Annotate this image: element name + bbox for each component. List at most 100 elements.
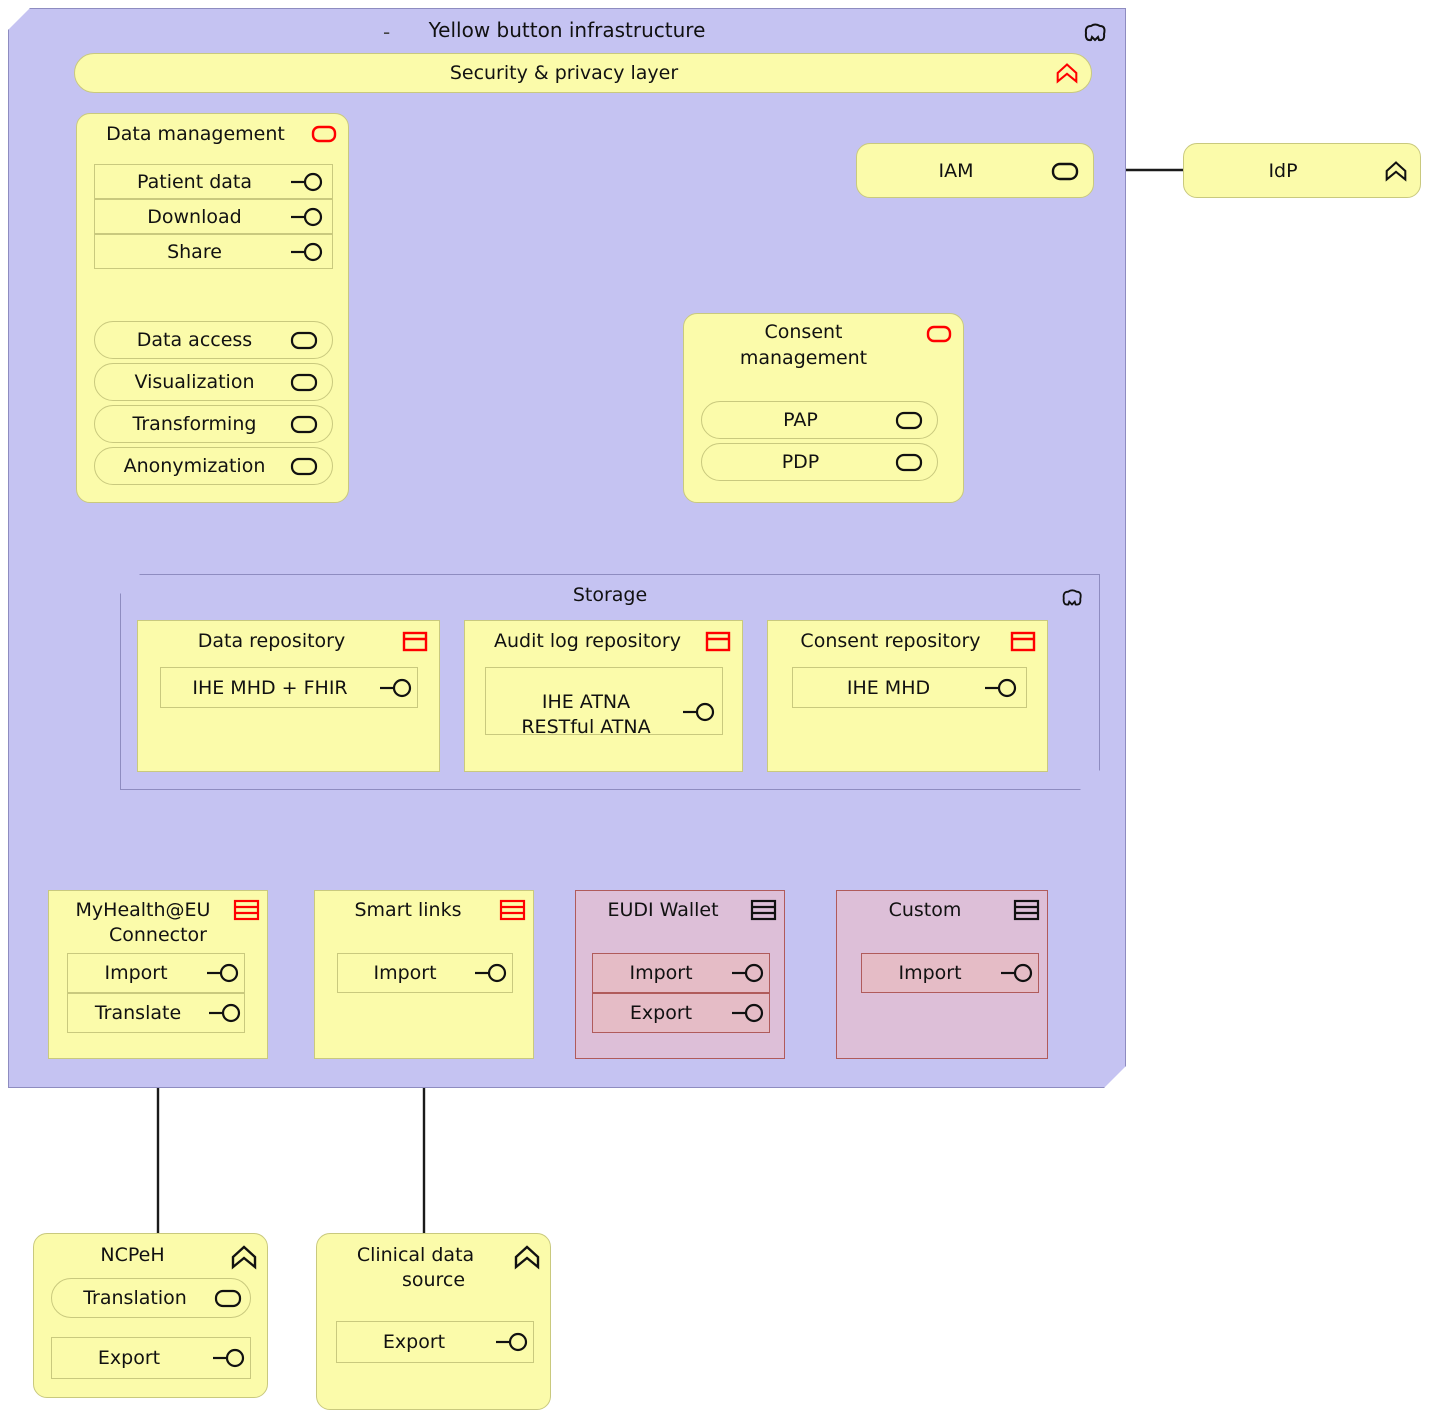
interface-row-download[interactable]: Download bbox=[94, 199, 333, 234]
application-service-icon bbox=[214, 1289, 242, 1308]
service-label: Anonymization bbox=[123, 455, 266, 477]
interface-icon bbox=[207, 963, 239, 983]
service-row-pap[interactable]: PAP bbox=[701, 401, 938, 439]
application-service-icon bbox=[290, 331, 318, 350]
grouping-dash: - bbox=[383, 20, 391, 44]
clinical-data-source-node[interactable]: Clinical data source Export bbox=[316, 1233, 551, 1410]
interface-icon bbox=[496, 1332, 528, 1352]
row-label: Translate bbox=[94, 1002, 182, 1024]
data-object-icon-red bbox=[705, 631, 731, 652]
standard-label-line2: RESTful ATNA bbox=[521, 716, 651, 738]
standard-label-line1: IHE ATNA bbox=[541, 691, 631, 713]
security-privacy-layer[interactable]: Security & privacy layer bbox=[74, 53, 1092, 93]
row-import[interactable]: Import bbox=[861, 953, 1039, 993]
interface-label: Share bbox=[167, 240, 222, 263]
node-icon bbox=[514, 1245, 540, 1270]
data-repository[interactable]: Data repository IHE MHD + FHIR bbox=[137, 620, 440, 772]
standard-row-ihe-atna[interactable]: IHE ATNA RESTful ATNA bbox=[485, 667, 723, 738]
myhealth-eu-connector[interactable]: MyHealth@EU Connector Import Translate bbox=[48, 890, 268, 1059]
row-import[interactable]: Import bbox=[67, 953, 245, 993]
service-row-translation[interactable]: Translation bbox=[51, 1278, 251, 1318]
application-component-icon-red bbox=[311, 125, 337, 143]
system-software-icon-red bbox=[499, 899, 526, 921]
standard-label: IHE MHD bbox=[846, 676, 931, 699]
service-label: PDP bbox=[781, 451, 820, 473]
custom-connector[interactable]: Custom Import bbox=[836, 890, 1048, 1059]
data-management-title: Data management bbox=[106, 123, 285, 145]
grouping-icon bbox=[1062, 589, 1082, 606]
security-privacy-layer-label: Security & privacy layer bbox=[449, 62, 679, 84]
iam-component[interactable]: IAM bbox=[856, 143, 1094, 198]
eudi-wallet-connector[interactable]: EUDI Wallet Import Export bbox=[575, 890, 785, 1059]
ncpeh-title: NCPeH bbox=[100, 1244, 165, 1266]
interface-row-patient-data[interactable]: Patient data bbox=[94, 164, 333, 199]
consent-management-component[interactable]: Consent management PAP PDP bbox=[683, 313, 964, 503]
system-software-icon-black bbox=[750, 899, 777, 921]
ncpeh-node[interactable]: NCPeH Translation Export bbox=[33, 1233, 268, 1398]
interface-icon bbox=[732, 963, 764, 983]
interface-icon bbox=[291, 242, 323, 261]
interface-row-share[interactable]: Share bbox=[94, 234, 333, 269]
service-row-data-access[interactable]: Data access bbox=[94, 321, 333, 359]
clinical-data-source-title-line2: source bbox=[401, 1269, 466, 1291]
iam-label: IAM bbox=[938, 159, 974, 182]
idp-node[interactable]: IdP bbox=[1183, 143, 1421, 198]
custom-title: Custom bbox=[888, 899, 962, 921]
service-row-visualization[interactable]: Visualization bbox=[94, 363, 333, 401]
service-label: Transforming bbox=[132, 413, 257, 435]
idp-label: IdP bbox=[1268, 159, 1298, 182]
row-translate[interactable]: Translate bbox=[67, 993, 245, 1033]
eudi-wallet-title: EUDI Wallet bbox=[607, 899, 719, 921]
node-icon bbox=[1385, 160, 1407, 182]
interface-label: Download bbox=[147, 205, 242, 228]
row-label: Import bbox=[629, 962, 693, 984]
clinical-data-source-title-line1: Clinical data bbox=[356, 1244, 475, 1266]
row-export[interactable]: Export bbox=[592, 993, 770, 1033]
smart-links-connector[interactable]: Smart links Import bbox=[314, 890, 534, 1059]
service-row-pdp[interactable]: PDP bbox=[701, 443, 938, 481]
data-object-icon-red bbox=[1010, 631, 1036, 652]
data-object-icon-red bbox=[402, 631, 428, 652]
standard-row-ihe-mhd[interactable]: IHE MHD bbox=[792, 667, 1027, 708]
service-row-anonymization[interactable]: Anonymization bbox=[94, 447, 333, 485]
standard-row-ihe-mhd-fhir[interactable]: IHE MHD + FHIR bbox=[160, 667, 418, 708]
interface-label: Export bbox=[97, 1347, 161, 1369]
application-service-icon bbox=[290, 415, 318, 434]
row-import[interactable]: Import bbox=[592, 953, 770, 993]
service-label: PAP bbox=[783, 409, 818, 431]
service-label: Data access bbox=[136, 329, 253, 351]
storage-title: Storage bbox=[572, 584, 648, 606]
interface-icon bbox=[683, 702, 715, 722]
row-import[interactable]: Import bbox=[337, 953, 513, 993]
standard-label: IHE MHD + FHIR bbox=[192, 676, 348, 699]
system-software-icon-black bbox=[1013, 899, 1040, 921]
service-row-transforming[interactable]: Transforming bbox=[94, 405, 333, 443]
application-component-icon-red bbox=[926, 325, 952, 343]
node-icon bbox=[231, 1245, 257, 1270]
interface-icon bbox=[209, 1003, 241, 1023]
myhealth-title-line2: Connector bbox=[109, 924, 207, 946]
row-label: Import bbox=[104, 962, 168, 984]
grouping-icon bbox=[1084, 23, 1106, 42]
system-software-icon-red bbox=[233, 899, 260, 921]
application-service-icon bbox=[290, 457, 318, 476]
application-service-icon bbox=[895, 453, 923, 472]
data-management-component[interactable]: Data management Patient data Download Sh… bbox=[76, 113, 349, 503]
node-icon-red bbox=[1056, 63, 1078, 84]
consent-management-title-line2: management bbox=[739, 347, 868, 369]
interface-row-export[interactable]: Export bbox=[51, 1337, 251, 1379]
audit-log-repository[interactable]: Audit log repository IHE ATNA RESTful AT… bbox=[464, 620, 743, 772]
interface-row-export[interactable]: Export bbox=[336, 1321, 534, 1363]
consent-repository[interactable]: Consent repository IHE MHD bbox=[767, 620, 1048, 772]
row-label: Export bbox=[629, 1002, 693, 1024]
interface-icon bbox=[213, 1348, 245, 1368]
application-service-icon bbox=[1051, 162, 1079, 180]
service-label: Translation bbox=[83, 1287, 187, 1309]
interface-icon bbox=[732, 1003, 764, 1023]
data-repository-title: Data repository bbox=[197, 630, 346, 652]
interface-icon bbox=[475, 963, 507, 983]
interface-icon bbox=[291, 207, 323, 226]
interface-icon bbox=[380, 678, 412, 697]
application-service-icon bbox=[895, 411, 923, 430]
